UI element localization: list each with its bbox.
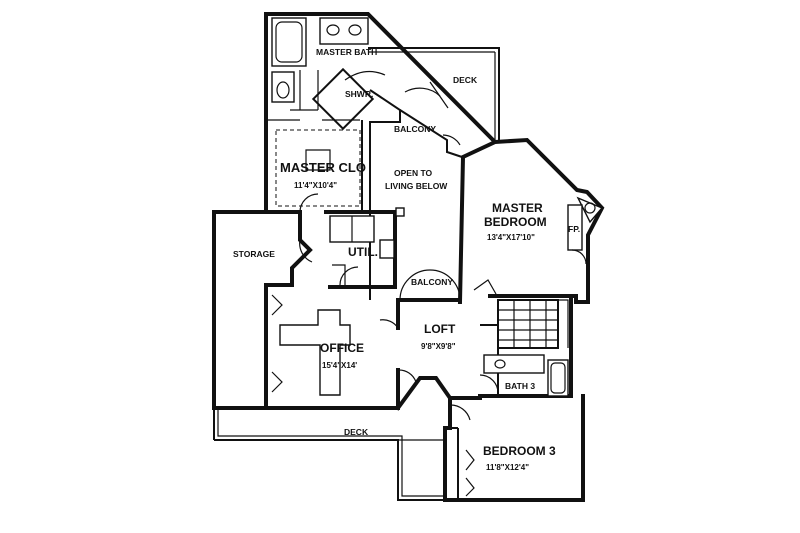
- master-bedroom-label-2: BEDROOM: [484, 215, 547, 229]
- master-closet-dims: 11'4"X10'4": [294, 181, 337, 190]
- office-label: OFFICE: [320, 341, 364, 355]
- utility-label: UTIL.: [348, 245, 378, 259]
- vanity-icon: [319, 17, 369, 45]
- bath3-label: BATH 3: [505, 381, 535, 391]
- master-closet-label: MASTER CLO: [280, 160, 366, 175]
- living-below-label: LIVING BELOW: [385, 181, 448, 191]
- loft-label: LOFT: [424, 322, 456, 336]
- master-bedroom-details: [539, 154, 604, 265]
- master-bath-fixtures: [266, 17, 386, 131]
- bathtub-icon: [271, 17, 307, 67]
- office-dims: 15'4"X14': [322, 361, 357, 370]
- open-to-label: OPEN TO: [394, 168, 432, 178]
- upper-balcony-label: BALCONY: [394, 124, 436, 134]
- lower-deck: [213, 408, 445, 501]
- bath3-tub-icon: [547, 359, 569, 397]
- open-area-walls: [369, 81, 463, 300]
- desk-icon: [279, 309, 351, 396]
- lower-deck-label: DECK: [344, 427, 369, 437]
- office-details: [271, 294, 417, 396]
- shower-stall: [311, 67, 375, 131]
- upper-deck-label: DECK: [453, 75, 478, 85]
- master-bedroom-label-1: MASTER: [492, 201, 543, 215]
- fireplace-label: FP.: [568, 224, 580, 234]
- utility-details: [299, 207, 405, 286]
- bath3-fixtures: [479, 324, 569, 397]
- lower-balcony: [399, 269, 497, 301]
- bedroom3-details: [445, 404, 475, 500]
- master-bath-label: MASTER BATH: [316, 47, 377, 57]
- bedroom3-label: BEDROOM 3: [483, 444, 556, 458]
- storage-label: STORAGE: [233, 249, 275, 259]
- bath3-vanity-icon: [483, 354, 545, 374]
- shower-label: SHWR.: [345, 89, 373, 99]
- loft-dims: 9'8"X9'8": [421, 342, 456, 351]
- bedroom3-dims: 11'8"X12'4": [486, 463, 529, 472]
- sink-icon: [379, 239, 395, 259]
- exterior-walls: [212, 12, 605, 502]
- master-bedroom-dims: 13'4"X17'10": [487, 233, 535, 242]
- master-closet: [265, 120, 363, 213]
- upper-deck: [368, 47, 500, 142]
- lower-balcony-label: BALCONY: [411, 277, 453, 287]
- stairs: [497, 299, 569, 349]
